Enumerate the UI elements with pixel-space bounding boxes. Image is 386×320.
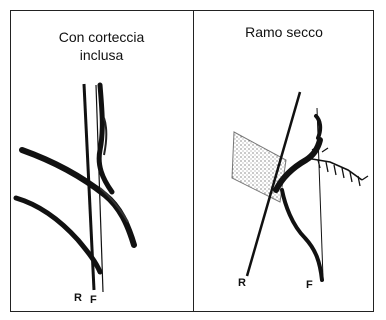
left-label-f: F bbox=[90, 294, 97, 306]
r-line bbox=[82, 83, 96, 291]
title-line-2: inclusa bbox=[79, 47, 124, 63]
panel-divider bbox=[193, 10, 194, 312]
codominant-stem bbox=[96, 82, 115, 195]
twig-fringe bbox=[305, 157, 363, 181]
left-illustration bbox=[13, 82, 137, 293]
left-label-r: R bbox=[74, 292, 82, 304]
title-line-1: Ramo secco bbox=[245, 24, 323, 40]
r-line bbox=[245, 91, 302, 277]
right-label-r: R bbox=[238, 277, 246, 289]
title-line-1: Con corteccia bbox=[58, 29, 145, 45]
panel-title-dead-branch: Ramo secco bbox=[194, 23, 374, 41]
figure-frame bbox=[10, 10, 374, 312]
right-label-f: F bbox=[306, 279, 313, 291]
right-illustration bbox=[231, 91, 369, 282]
panel-title-bark-included: Con corteccia inclusa bbox=[10, 28, 193, 64]
f-line bbox=[95, 84, 104, 293]
stem-curve bbox=[280, 188, 324, 282]
lower-branch bbox=[13, 195, 103, 275]
upper-branch bbox=[19, 147, 137, 248]
